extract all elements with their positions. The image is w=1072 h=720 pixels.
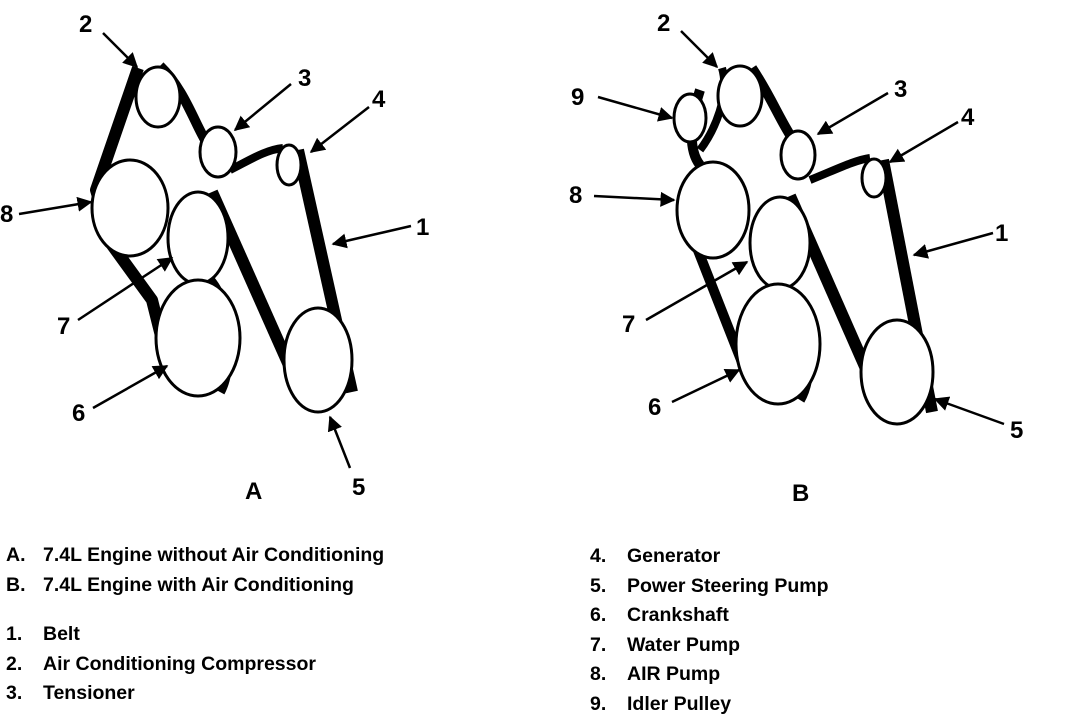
legend-text: Air Conditioning Compressor [43,652,316,675]
legend-part-5: 5. Power Steering Pump [590,572,829,602]
panel-label-b: B [792,480,809,507]
diagram-b-callouts: 2 9 3 4 8 1 7 6 5 B [569,10,1023,507]
legend-text: Generator [627,545,721,567]
pulley-water-pump-a [166,190,230,286]
callout-b-5: 5 [1010,417,1023,444]
legend-text: Belt [43,623,80,645]
legend-part-9: 9. Idler Pulley [590,690,829,720]
callout-a-5: 5 [352,474,365,501]
legend-right: 4. Generator 5. Power Steering Pump 6. Cran… [590,542,829,719]
callout-a-8: 8 [0,201,13,228]
legend-text: Idler Pulley [627,692,732,715]
legend-text: 7.4L Engine without Air Conditioning [43,544,385,566]
callout-b-6: 6 [648,394,661,421]
callout-a-4: 4 [372,86,386,113]
callout-b-7: 7 [622,311,635,338]
legend-left: A. 7.4L Engine without Air Conditioning B… [6,541,384,709]
legend-engine-a: A. 7.4L Engine without Air Conditioning [6,541,384,571]
legend-part-2: 2. Air Conditioning Compressor [6,650,384,680]
legend-key: 1. [6,623,23,645]
callout-a-7: 7 [57,313,70,340]
pulley-power-steering-a [282,306,354,414]
legend-spacer [6,600,384,620]
legend-key: B. [6,573,26,596]
callout-a-3: 3 [298,65,311,92]
pulley-water-pump-b [748,195,812,291]
callout-b-2: 2 [657,10,670,37]
legend-part-6: 6. Crankshaft [590,601,829,631]
pulley-air-pump-b [675,160,751,260]
legend-part-1: 1. Belt [6,620,384,650]
callout-b-4: 4 [961,104,975,131]
legend-key: 3. [6,682,23,704]
legend-text: 7.4L Engine with Air Conditioning [43,573,354,596]
legend-text: Water Pump [627,633,741,656]
pulley-power-steering-b [859,318,935,426]
legend-key: 2. [6,652,23,675]
legend-key: 4. [590,545,607,567]
diagram-a-callouts: 2 3 4 8 1 7 6 5 A [0,11,429,505]
legend-part-8: 8. AIR Pump [590,660,829,690]
legend-engine-b: B. 7.4L Engine with Air Conditioning [6,571,384,601]
pulley-generator-a [275,143,303,187]
legend-text: Power Steering Pump [627,574,829,597]
callout-b-8: 8 [569,182,582,209]
callout-a-1: 1 [416,214,429,241]
callout-b-9: 9 [571,84,584,111]
pulley-air-pump-a [90,158,170,258]
pulley-ac-compressor-b [716,64,764,128]
legend-key: 6. [590,604,607,626]
pulley-crankshaft-a [154,278,242,398]
pulley-tensioner-b [779,129,817,181]
pulley-tensioner-a [198,125,238,179]
pulley-idler-b [672,92,708,144]
callout-b-1: 1 [995,220,1008,247]
legend-key: 5. [590,574,607,597]
legend-part-3: 3. Tensioner [6,679,384,709]
callout-a-6: 6 [72,400,85,427]
legend-key: A. [6,544,26,566]
legend-key: 8. [590,663,607,685]
legend-part-4: 4. Generator [590,542,829,572]
callout-a-2: 2 [79,11,92,38]
legend-part-7: 7. Water Pump [590,631,829,661]
legend-text: Tensioner [43,682,135,704]
legend-key: 9. [590,692,607,715]
legend-text: Crankshaft [627,604,729,626]
legend-text: AIR Pump [627,663,721,685]
diagram-a [18,32,412,469]
legend-key: 7. [590,633,607,656]
callout-b-3: 3 [894,76,907,103]
pulley-crankshaft-b [734,282,822,406]
panel-label-a: A [245,478,262,505]
diagram-b [593,30,1005,426]
pulley-generator-b [860,157,888,199]
pulley-ac-compressor-a [134,65,182,129]
